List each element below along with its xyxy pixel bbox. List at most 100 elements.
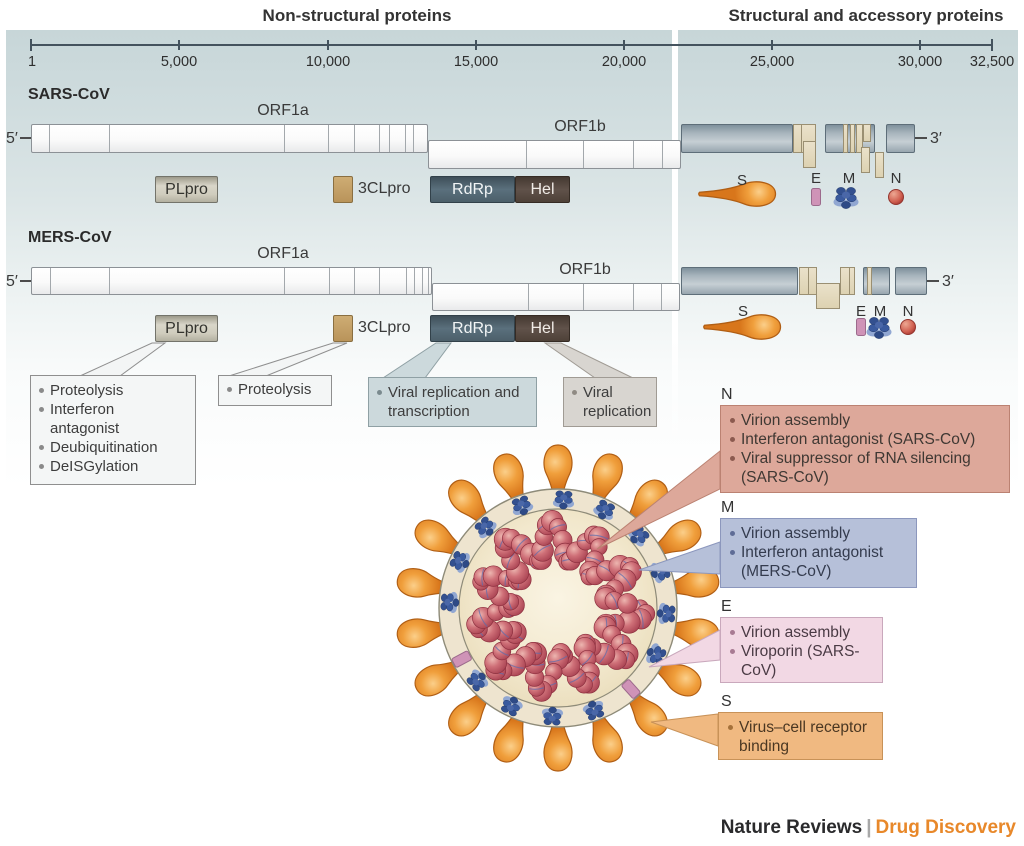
nucleocapsid-bead bbox=[596, 560, 618, 582]
nucleocapsid-bead bbox=[554, 542, 577, 565]
membrane-protein-cluster bbox=[642, 640, 669, 669]
nucleocapsid-bead bbox=[585, 550, 605, 570]
m-protein-box: Virion assembly Interferon antagonist (M… bbox=[720, 518, 917, 588]
sars-orf1b-label: ORF1b bbox=[554, 118, 606, 135]
nucleocapsid-bead bbox=[524, 653, 546, 675]
ruler-tick bbox=[475, 40, 477, 50]
nucleocapsid-thread bbox=[504, 661, 524, 669]
sars-accessory-orf bbox=[861, 147, 870, 173]
mers-hel-box: Hel bbox=[515, 315, 570, 342]
viral-envelope-outer bbox=[438, 488, 678, 728]
nucleocapsid-bead bbox=[606, 649, 628, 670]
sars-orf1b-bar bbox=[428, 140, 681, 169]
nucleocapsid-bead bbox=[579, 560, 601, 583]
membrane-protein-cluster bbox=[540, 706, 564, 726]
nucleocapsid-bead bbox=[486, 603, 505, 621]
nucleocapsid-bead bbox=[617, 593, 638, 614]
nucleocapsid-thread bbox=[494, 646, 509, 657]
virion-illustration bbox=[394, 444, 722, 772]
spike-protein bbox=[394, 565, 462, 605]
nucleocapsid-bead bbox=[502, 528, 521, 548]
membrane-protein-cluster bbox=[471, 513, 500, 542]
nucleocapsid-thread bbox=[487, 665, 504, 675]
nucleocapsid-bead bbox=[631, 599, 649, 617]
sars-s-label: S bbox=[736, 172, 747, 189]
nucleocapsid-bead bbox=[605, 579, 624, 599]
sars-accessory-orf bbox=[803, 141, 816, 168]
nucleocapsid-thread bbox=[525, 662, 545, 666]
nucleocapsid-bead bbox=[549, 518, 567, 537]
mers-accessory-orf bbox=[867, 267, 872, 295]
membrane-protein-cluster bbox=[440, 590, 460, 614]
nucleocapsid-bead bbox=[616, 650, 635, 670]
spike-protein bbox=[543, 708, 573, 772]
nucleocapsid-bead bbox=[578, 649, 597, 668]
plpro-function-box: Proteolysis Interferon antagonist Deubiq… bbox=[30, 375, 196, 485]
e-box-title: E bbox=[721, 598, 732, 615]
nucleocapsid-bead bbox=[536, 514, 558, 536]
sars-n-label: N bbox=[890, 170, 902, 187]
nucleocapsid-bead bbox=[575, 675, 593, 694]
s-box-title: S bbox=[721, 693, 732, 710]
nucleocapsid-bead bbox=[610, 634, 632, 655]
genome-ruler bbox=[30, 44, 993, 46]
mers-rdrp-box: RdRp bbox=[430, 315, 515, 342]
mers-s-label: S bbox=[737, 303, 748, 320]
sars-accessory-orf bbox=[856, 124, 863, 153]
ruler-tick bbox=[178, 40, 180, 50]
nucleocapsid-bead bbox=[466, 614, 487, 635]
nucleocapsid-bead bbox=[524, 667, 545, 687]
hel-function-box: Viral replication bbox=[563, 377, 657, 427]
function-item: Viral replication bbox=[570, 383, 651, 421]
nucleocapsid-thread bbox=[549, 655, 568, 663]
spike-protein bbox=[638, 645, 707, 703]
function-item: Proteolysis bbox=[37, 381, 187, 400]
nucleocapsid-bead bbox=[469, 620, 488, 639]
spike-protein bbox=[578, 697, 628, 767]
membrane-protein-cluster bbox=[656, 602, 676, 626]
nucleocapsid-bead bbox=[498, 569, 516, 587]
s-callout-connector bbox=[650, 713, 719, 747]
nucleocapsid-thread bbox=[533, 544, 551, 557]
protein-function-item: Viral suppressor of RNA silencing (SARS-… bbox=[728, 449, 1001, 487]
nucleocapsid-bead bbox=[580, 568, 598, 586]
nucleocapsid-bead bbox=[510, 569, 532, 591]
sars-orf1a-label: ORF1a bbox=[257, 102, 309, 119]
nucleocapsid-bead bbox=[520, 542, 543, 566]
nucleocapsid-bead bbox=[613, 568, 637, 592]
sars-clpro-swatch bbox=[333, 176, 353, 203]
mers-title: MERS-CoV bbox=[28, 229, 112, 246]
nucleocapsid-thread bbox=[557, 652, 572, 660]
nucleocapsid-bead bbox=[590, 538, 608, 556]
nucleocapsid-bead bbox=[493, 527, 517, 551]
nucleocapsid-bead bbox=[583, 637, 602, 657]
nucleocapsid-thread bbox=[589, 534, 609, 540]
sars-s-gene bbox=[681, 124, 793, 153]
sars-plpro-box: PLpro bbox=[155, 176, 218, 203]
three-prime-dash bbox=[915, 137, 927, 139]
five-prime-dash bbox=[20, 280, 31, 282]
n-box-title: N bbox=[721, 386, 733, 403]
nucleocapsid-bead bbox=[529, 551, 548, 570]
nucleocapsid-bead bbox=[494, 537, 516, 559]
mers-accessory-orf bbox=[799, 267, 817, 295]
header-nonstructural: Non-structural proteins bbox=[262, 6, 452, 25]
nucleocapsid-bead bbox=[492, 620, 514, 641]
protein-function-item: Virion assembly bbox=[728, 411, 1001, 430]
ruler-label: 30,000 bbox=[897, 54, 943, 70]
nucleocapsid-thread bbox=[499, 530, 512, 548]
nucleocapsid-bead bbox=[527, 679, 546, 697]
nucleocapsid-bead bbox=[620, 557, 640, 577]
nucleocapsid-bead bbox=[558, 552, 577, 571]
mers-five-prime: 5′ bbox=[6, 273, 18, 290]
five-prime-dash bbox=[20, 137, 31, 139]
mers-accessory-orf bbox=[840, 267, 855, 295]
nucleocapsid-bead bbox=[558, 655, 581, 677]
nucleocapsid-thread bbox=[598, 564, 615, 577]
nucleocapsid-thread bbox=[638, 609, 644, 629]
nucleocapsid-bead bbox=[506, 561, 530, 585]
nucleocapsid-thread bbox=[507, 625, 523, 640]
spike-ring bbox=[394, 444, 722, 772]
nucleocapsid-bead bbox=[531, 539, 554, 562]
protein-function-item: Virion assembly bbox=[728, 524, 908, 543]
